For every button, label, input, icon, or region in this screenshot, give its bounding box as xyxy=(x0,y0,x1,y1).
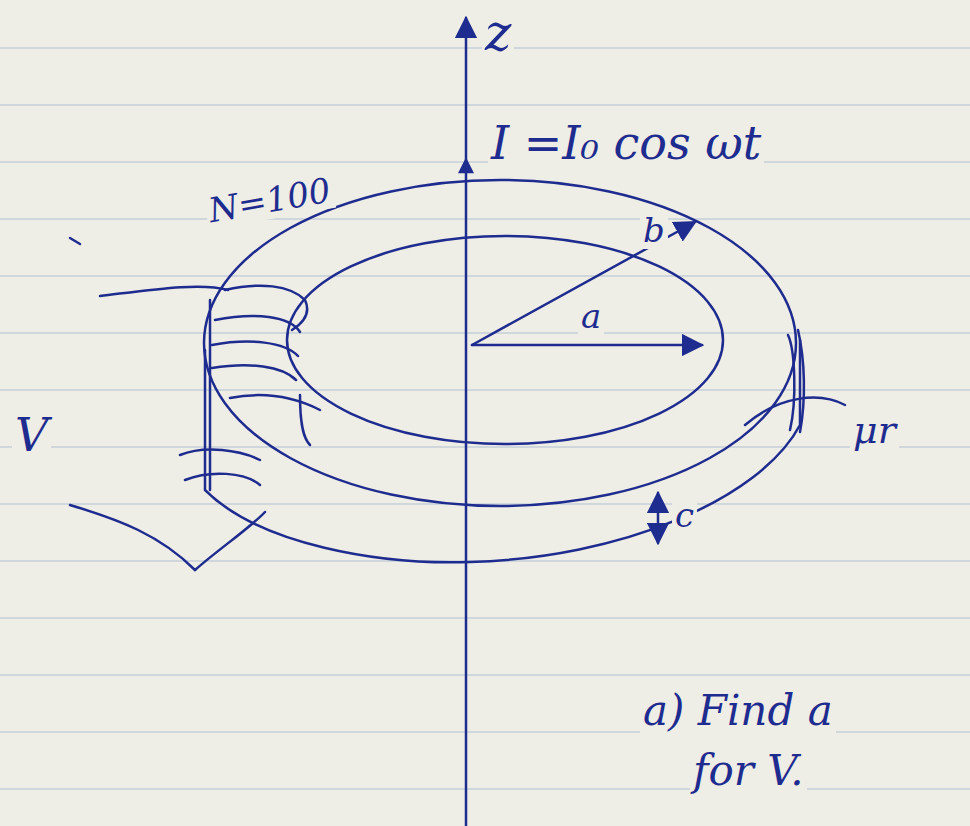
turns-label: N=100 xyxy=(203,171,337,230)
pen-mark xyxy=(70,238,80,244)
torus-outer-side xyxy=(205,340,800,562)
radius-a-arrow xyxy=(472,344,702,347)
z-axis xyxy=(465,18,468,826)
question-text: a) Find a xyxy=(640,688,836,734)
voltage-label: V xyxy=(12,410,51,461)
axis-label: z xyxy=(482,6,514,61)
leader-line xyxy=(745,398,845,425)
coil-windings xyxy=(70,286,320,570)
question-text: for V. xyxy=(690,748,807,794)
current-arrow xyxy=(460,160,472,172)
torus-inner-edge xyxy=(287,236,723,444)
radius-label: b xyxy=(640,212,668,249)
radius-label: a xyxy=(578,298,604,335)
coil-windings-right xyxy=(788,330,804,432)
paper-lines xyxy=(0,48,970,789)
thickness-dimension xyxy=(657,493,660,543)
current-label: I =I₀ cos ωt xyxy=(488,118,764,169)
permeability-label: μr xyxy=(850,410,899,452)
torus-outer-edge xyxy=(204,180,796,506)
thickness-label: c xyxy=(672,497,697,534)
